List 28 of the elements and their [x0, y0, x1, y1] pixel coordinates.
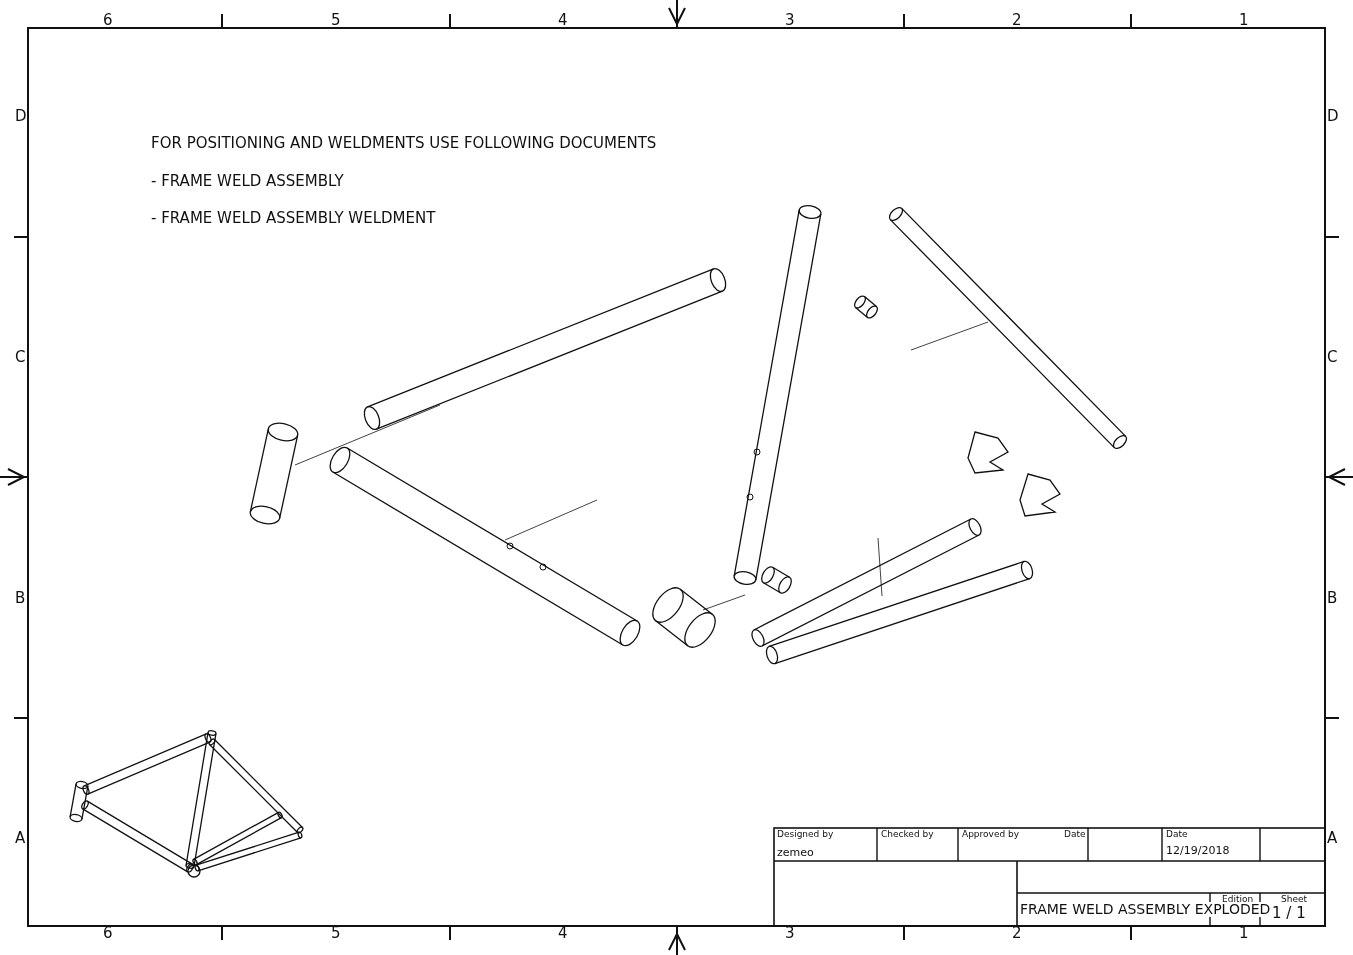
zone-number: 2 — [1012, 12, 1022, 29]
zone-letter: B — [15, 590, 26, 607]
field-caption: Date — [1166, 830, 1188, 840]
field-caption: Approved by — [962, 830, 1020, 840]
zone-letter: B — [1327, 590, 1338, 607]
zone-letter: C — [1327, 349, 1338, 366]
zone-number: 5 — [331, 12, 341, 29]
field-caption: Designed by — [777, 830, 834, 840]
zone-letter: C — [15, 349, 26, 366]
zone-number: 3 — [785, 12, 795, 29]
zone-letter: D — [15, 108, 27, 125]
zone-letter: A — [15, 830, 26, 847]
date-value: 12/19/2018 — [1166, 845, 1230, 858]
field-caption: Date — [1064, 830, 1086, 840]
zone-number: 1 — [1239, 12, 1249, 29]
zone-number: 6 — [103, 12, 113, 29]
note-text: FOR POSITIONING AND WELDMENTS USE FOLLOWING DOCUMENTS — [151, 135, 657, 152]
drawing-title: FRAME WELD ASSEMBLY EXPLODED — [1020, 902, 1271, 918]
field-caption: Checked by — [881, 830, 934, 840]
field-caption: Sheet — [1281, 895, 1308, 905]
field-caption: Edition — [1222, 895, 1254, 904]
zone-number: 4 — [558, 12, 568, 29]
zone-letter: D — [1327, 108, 1339, 125]
note-text: - FRAME WELD ASSEMBLY WELDMENT — [151, 210, 436, 227]
note-text: - FRAME WELD ASSEMBLY — [151, 173, 344, 190]
designer-name: zemeo — [777, 847, 814, 860]
sheet-number: 1 / 1 — [1272, 905, 1306, 922]
zone-letter: A — [1327, 830, 1338, 847]
